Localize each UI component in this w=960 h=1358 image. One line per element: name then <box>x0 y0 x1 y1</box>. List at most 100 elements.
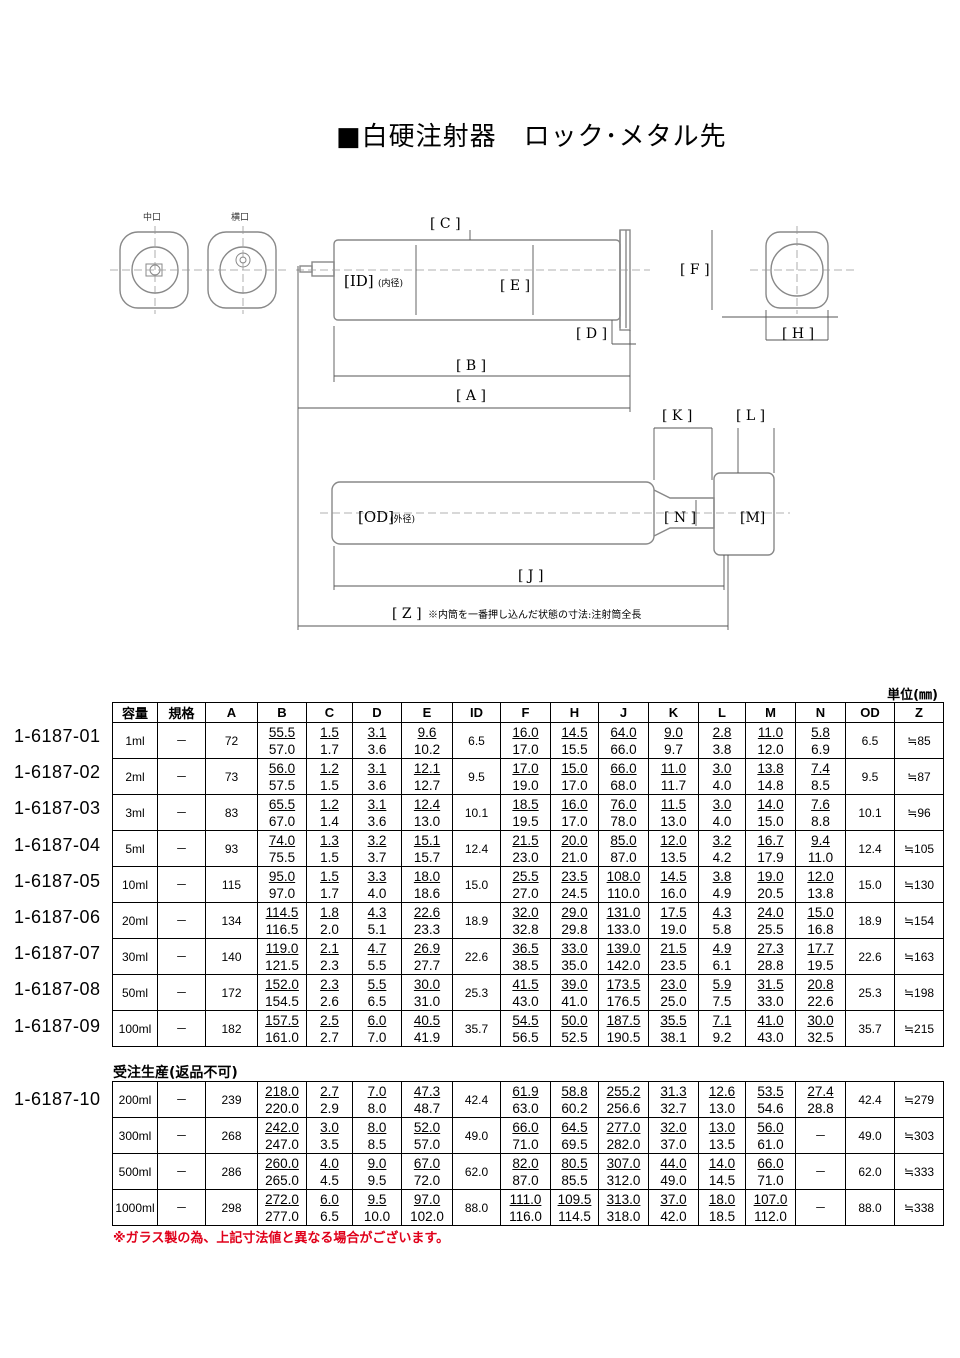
value-min: 12.0 <box>660 832 687 848</box>
cell-spec: － <box>157 974 206 1011</box>
value-min: 5.9 <box>712 976 732 992</box>
value-max: 116.5 <box>265 921 299 937</box>
value-min: 1.5 <box>320 724 339 740</box>
column-header: 規格 <box>157 702 206 723</box>
product-code: 1-6187-07 <box>14 943 101 964</box>
value-max: 102.0 <box>410 1208 444 1224</box>
value-max: 121.5 <box>265 957 299 973</box>
value-max: 27.7 <box>413 957 441 973</box>
value-min: 260.0 <box>265 1155 299 1171</box>
value-max: 87.0 <box>610 849 637 865</box>
value-max: 176.5 <box>606 993 641 1009</box>
product-code: 1-6187-03 <box>14 798 101 819</box>
value-min: 14.5 <box>660 868 687 884</box>
value-min: 109.5 <box>557 1191 592 1207</box>
value-max: 23.5 <box>660 957 687 973</box>
value-min: 4.7 <box>367 940 387 956</box>
value-max: 5.1 <box>367 921 387 937</box>
value-max: 161.0 <box>265 1029 299 1045</box>
value-max: 28.8 <box>807 1100 834 1116</box>
cell-z: ≒154 <box>894 902 944 939</box>
dim-c: [ C ] <box>430 216 461 232</box>
value-min: 8.0 <box>367 1119 387 1135</box>
value-max: 42.0 <box>660 1208 687 1224</box>
value-max: 48.7 <box>413 1100 441 1116</box>
value-max: 28.8 <box>757 957 784 973</box>
value-max: 19.0 <box>660 921 687 937</box>
cell-spec: － <box>157 1153 206 1190</box>
value-max: 2.9 <box>320 1100 339 1116</box>
page-title: ■白硬注射器 ロック･メタル先 <box>336 122 727 152</box>
value-max: 15.7 <box>413 849 441 865</box>
value-min: 64.0 <box>610 724 637 740</box>
cell-od: 35.7 <box>845 1010 895 1047</box>
cell-z: ≒215 <box>894 1010 944 1047</box>
cell-spec: － <box>157 830 206 867</box>
value-max: 85.5 <box>561 1172 588 1188</box>
column-header: 容量 <box>112 702 158 723</box>
value-min: 2.5 <box>320 1012 339 1028</box>
value-min: 23.0 <box>660 976 687 992</box>
cell-od: 9.5 <box>845 758 895 795</box>
value-min: 35.5 <box>660 1012 687 1028</box>
value-min: 5.8 <box>811 724 830 740</box>
value-min: 12.1 <box>413 760 441 776</box>
value-max: 12.7 <box>413 777 441 793</box>
value-min: 13.0 <box>708 1119 736 1135</box>
cell-cap: 50ml <box>112 974 158 1011</box>
value-max: 154.5 <box>265 993 299 1009</box>
value-max: 31.0 <box>413 993 441 1009</box>
value-max: 256.6 <box>606 1100 641 1116</box>
value-min: 80.5 <box>561 1155 588 1171</box>
column-header: C <box>306 702 353 723</box>
value-min: 18.0 <box>413 868 441 884</box>
value-min: 7.4 <box>811 760 830 776</box>
value-max: 2.0 <box>320 921 339 937</box>
made-to-order-note: 受注生産(返品不可) <box>113 1065 238 1081</box>
cell-spec: － <box>157 1010 206 1047</box>
value-min: 3.3 <box>367 868 387 884</box>
cell-cap: 500ml <box>112 1153 158 1190</box>
dim-id-note: (内径) <box>378 277 403 289</box>
value-max: 13.0 <box>413 813 441 829</box>
dim-n: [ N ] <box>664 510 696 526</box>
cell-od: 88.0 <box>845 1189 895 1226</box>
cell-a: 298 <box>205 1189 258 1226</box>
value-max: 2.3 <box>320 957 339 973</box>
value-max: 32.7 <box>660 1100 687 1116</box>
value-min: 255.2 <box>606 1083 641 1099</box>
value-min: 9.0 <box>664 724 683 740</box>
value-min: 18.0 <box>708 1191 736 1207</box>
column-header: K <box>648 702 699 723</box>
value-min: 139.0 <box>606 940 641 956</box>
value-max: 16.8 <box>807 921 834 937</box>
value-max: 220.0 <box>265 1100 299 1116</box>
